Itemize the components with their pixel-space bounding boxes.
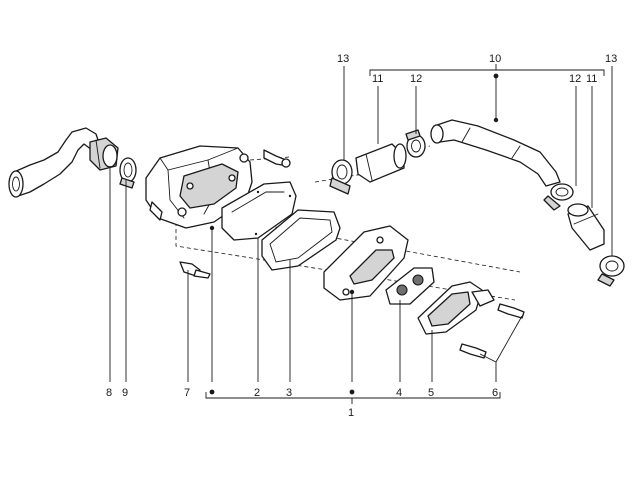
callout-11-left: 11 xyxy=(372,73,383,85)
callout-12-left: 12 xyxy=(410,73,422,85)
leader-lines xyxy=(109,64,613,404)
callout-8: 8 xyxy=(106,387,112,399)
callout-7: 7 xyxy=(184,387,190,399)
callout-13-right: 13 xyxy=(605,53,617,65)
callout-5: 5 xyxy=(428,387,434,399)
membrane-plate xyxy=(385,267,435,305)
screws-6 xyxy=(459,303,525,359)
callout-12-right: 12 xyxy=(569,73,581,85)
leader-dots xyxy=(209,73,499,395)
connector-11-left xyxy=(355,143,407,183)
valve-cover xyxy=(417,281,495,335)
callout-10: 10 xyxy=(489,53,501,65)
callout-2: 2 xyxy=(254,387,260,399)
callout-11-right: 11 xyxy=(586,73,597,85)
callout-9: 9 xyxy=(122,387,128,399)
clamp-13-left xyxy=(329,159,353,195)
intake-hose xyxy=(8,127,119,198)
callout-6: 6 xyxy=(492,387,498,399)
callout-1: 1 xyxy=(348,407,354,419)
clamp-13-right xyxy=(597,255,625,287)
seal-gasket xyxy=(261,209,341,271)
breather-hose-10 xyxy=(430,119,561,187)
bolt-7 xyxy=(179,261,211,279)
hose-clamp-small xyxy=(119,157,137,189)
baffle-plate xyxy=(323,225,409,301)
clamp-12-right xyxy=(543,183,574,211)
connector-11-right xyxy=(567,203,605,251)
bolt-upper xyxy=(263,149,291,168)
callout-labels: 8 9 7 2 3 4 5 6 1 13 10 13 11 12 12 11 xyxy=(106,53,617,419)
callout-13-left: 13 xyxy=(337,53,349,65)
gasket-plate xyxy=(221,181,297,241)
clamp-12-left xyxy=(405,129,426,158)
callout-3: 3 xyxy=(286,387,292,399)
callout-4: 4 xyxy=(396,387,402,399)
